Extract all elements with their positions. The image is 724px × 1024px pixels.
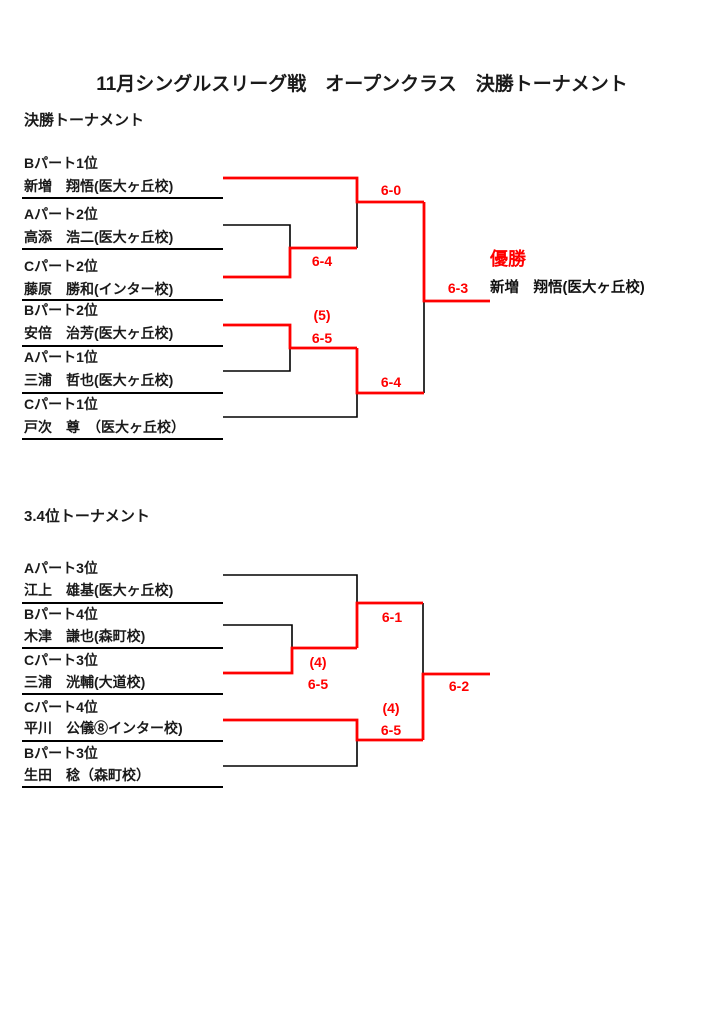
champion-name: 新増 翔悟(医大ヶ丘校) bbox=[490, 280, 645, 296]
name-underline bbox=[22, 647, 223, 649]
seed-label: Bパート2位 bbox=[24, 302, 98, 318]
score-label: 6-2 bbox=[448, 678, 470, 694]
name-underline bbox=[22, 299, 223, 301]
seed-label: Bパート1位 bbox=[24, 155, 98, 171]
player-name: 新増 翔悟(医大ヶ丘校) bbox=[24, 178, 174, 194]
score-label: 6-4 bbox=[380, 374, 402, 390]
winner-path bbox=[223, 176, 424, 204]
score-label: 6-5 bbox=[380, 722, 402, 738]
score-label: (4) bbox=[309, 654, 327, 670]
seed-label: Cパート2位 bbox=[24, 258, 98, 274]
score-label: 6-1 bbox=[381, 609, 403, 625]
score-label: (4) bbox=[382, 700, 400, 716]
bracket-path bbox=[223, 224, 291, 248]
section-title-final: 決勝トーナメント bbox=[24, 112, 145, 129]
winner-path bbox=[223, 646, 357, 675]
score-label: 6-5 bbox=[307, 676, 329, 692]
score-label: 6-5 bbox=[311, 330, 333, 346]
player-name: 木津 謙也(森町校) bbox=[24, 628, 146, 644]
player-name: 江上 雄基(医大ヶ丘校) bbox=[24, 582, 174, 598]
name-underline bbox=[22, 197, 223, 199]
winner-path bbox=[421, 672, 490, 740]
bracket-path bbox=[223, 624, 293, 648]
seed-label: Aパート1位 bbox=[24, 349, 98, 365]
player-name: 戸次 尊 （医大ヶ丘校） bbox=[24, 419, 185, 435]
seed-label: Aパート3位 bbox=[24, 560, 98, 576]
winner-path bbox=[422, 202, 490, 303]
winner-path bbox=[355, 601, 423, 648]
player-name: 平川 公儀⑧インター校) bbox=[24, 720, 183, 736]
name-underline bbox=[22, 438, 223, 440]
bracket-path bbox=[223, 348, 291, 372]
score-label: 6-3 bbox=[447, 280, 469, 296]
bracket-path bbox=[223, 740, 358, 767]
winner-path bbox=[223, 323, 357, 350]
seed-label: Bパート3位 bbox=[24, 745, 98, 761]
seed-label: Cパート4位 bbox=[24, 699, 98, 715]
bracket-path bbox=[223, 574, 358, 603]
champion-label: 優勝 bbox=[490, 249, 526, 269]
seed-label: Aパート2位 bbox=[24, 206, 98, 222]
name-underline bbox=[22, 392, 223, 394]
name-underline bbox=[22, 740, 223, 742]
seed-label: Cパート3位 bbox=[24, 652, 98, 668]
player-name: 三浦 洸輔(大道校) bbox=[24, 674, 146, 690]
score-label: 6-0 bbox=[380, 182, 402, 198]
player-name: 藤原 勝和(インター校) bbox=[24, 281, 174, 297]
score-label: (5) bbox=[313, 307, 331, 323]
player-name: 高添 浩二(医大ヶ丘校) bbox=[24, 229, 174, 245]
name-underline bbox=[22, 345, 223, 347]
seed-label: Cパート1位 bbox=[24, 396, 98, 412]
score-label: 6-4 bbox=[311, 253, 333, 269]
name-underline bbox=[22, 786, 223, 788]
winner-path bbox=[355, 348, 424, 395]
bracket-path bbox=[223, 393, 358, 418]
section-title-consolation: 3.4位トーナメント bbox=[24, 508, 150, 525]
seed-label: Bパート4位 bbox=[24, 606, 98, 622]
name-underline bbox=[22, 693, 223, 695]
name-underline bbox=[22, 248, 223, 250]
winner-path bbox=[223, 718, 423, 742]
page-title: 11月シングルスリーグ戦 オープンクラス 決勝トーナメント bbox=[96, 74, 628, 95]
winner-path bbox=[223, 246, 357, 279]
player-name: 安倍 治芳(医大ヶ丘校) bbox=[24, 325, 174, 341]
player-name: 生田 稔（森町校） bbox=[24, 767, 150, 783]
name-underline bbox=[22, 602, 223, 604]
player-name: 三浦 哲也(医大ヶ丘校) bbox=[24, 372, 174, 388]
